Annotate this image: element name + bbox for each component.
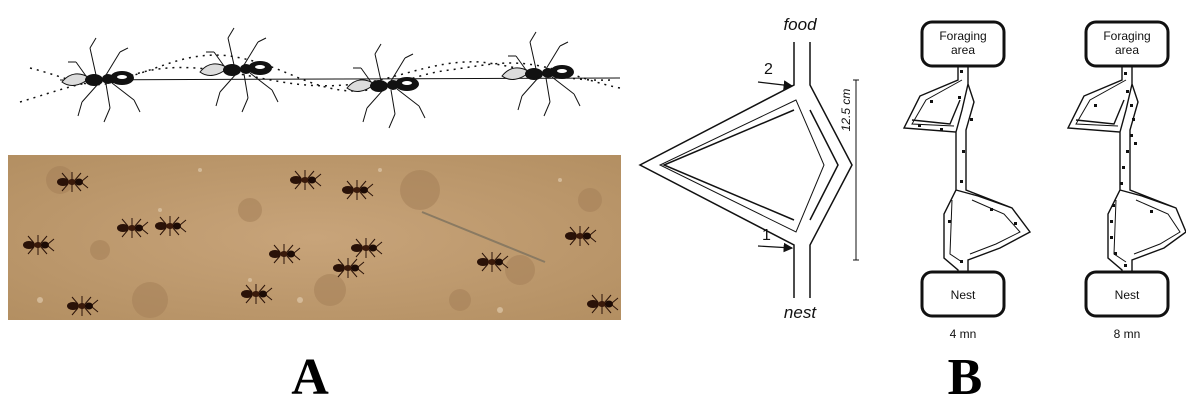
network-paths (1068, 66, 1186, 282)
bridge-arrow-2 (758, 82, 792, 86)
ant-drawing-4 (502, 32, 580, 116)
bridge-outer-wall (640, 42, 852, 298)
ant-drawing-3 (347, 44, 425, 128)
bridge-marker-1: 1 (762, 227, 771, 244)
double-bridge-diagram (640, 42, 852, 298)
bridge-inner-loop (660, 100, 824, 232)
nest-label: Nest (951, 288, 976, 302)
ant-photo (8, 155, 621, 320)
bridge-marker-2: 2 (764, 61, 773, 78)
bridge-arrow-1 (758, 246, 792, 248)
bridge-nest-label: nest (784, 303, 817, 322)
panel-a: A (8, 28, 621, 398)
bridge-inner-wall (664, 110, 838, 220)
ant-trail-drawing (20, 28, 620, 128)
network-paths-inner (1076, 80, 1180, 262)
nest-label: Nest (1115, 288, 1140, 302)
ant-drawing-1 (62, 38, 140, 122)
network-paths (904, 66, 1030, 282)
scale-label: 12.5 cm (839, 89, 853, 132)
panel-a-label: A (291, 349, 329, 398)
time-label-4mn: 4 mn (950, 327, 977, 341)
bridge-food-label: food (783, 15, 817, 34)
ant-drawing-2 (200, 28, 278, 112)
network-ants (918, 70, 1017, 263)
panel-b-label: B (948, 349, 983, 398)
time-label-8mn: 8 mn (1114, 327, 1141, 341)
